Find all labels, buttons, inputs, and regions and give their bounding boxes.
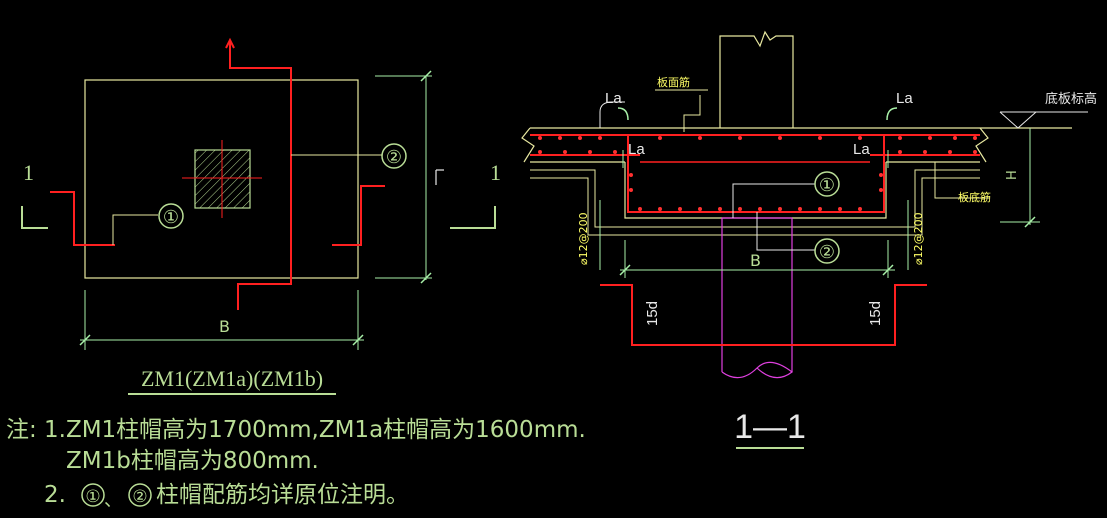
section-callout-1-circle	[814, 171, 840, 197]
section-callout-2: ②	[819, 242, 835, 263]
plan-callout-2: ②	[386, 147, 402, 168]
section-pile-break	[721, 361, 793, 379]
section-label-slab-bottom: 底板标高	[1045, 91, 1097, 106]
plan-view: 1 1 ① ② B ZM1(ZM1a)(ZM1b)	[21, 37, 501, 395]
note-line-3-callout-1: ①	[85, 487, 100, 507]
section-label-bottom-rebar: 板底筋	[958, 190, 991, 204]
section-callout-2-circle	[814, 238, 840, 264]
plan-cut-line-right	[332, 185, 385, 246]
plan-cap-outline	[84, 79, 359, 279]
note-line-3-number: 2.	[44, 482, 66, 508]
note-line-2: ZM1b柱帽高为800mm.	[66, 448, 319, 474]
section-dim-b: B	[750, 251, 761, 270]
note-line-3-text: 柱帽配筋均详原位注明。	[156, 482, 409, 508]
rebar-dots	[538, 136, 977, 211]
notes: 注: 1.ZM1柱帽高为1700mm,ZM1a柱帽高为1600mm. ZM1b柱…	[6, 417, 586, 511]
section-drop-panel	[624, 162, 887, 219]
plan-callout-2-circle	[381, 143, 407, 169]
section-la-top-right: La	[896, 90, 913, 107]
elevation-marker	[999, 111, 1038, 129]
section-callout-1: ①	[819, 175, 835, 196]
plan-title: ZM1(ZM1a)(ZM1b)	[141, 366, 323, 391]
plan-section-mark-right	[450, 206, 496, 229]
section-15d-left: 15d	[644, 301, 661, 326]
note-line-3-callout-2: ②	[132, 487, 147, 507]
note-prefix: 注:	[6, 417, 37, 443]
section-la-mid-right: La	[853, 141, 870, 158]
section-rebar-spec-left: ⌀12@200	[577, 212, 590, 265]
section-hook-rebar	[600, 284, 927, 346]
section-title: 1—1	[734, 408, 806, 446]
plan-cut-line-vertical	[229, 42, 292, 310]
section-la-mid-left: La	[628, 141, 645, 158]
section-rebar-spec-right: ⌀12@200	[912, 212, 925, 265]
note-line-3-separator: 、	[104, 490, 122, 511]
section-column	[719, 30, 794, 128]
plan-section-label-right: 1	[490, 160, 501, 185]
note-line-1: 1.ZM1柱帽高为1700mm,ZM1a柱帽高为1600mm.	[44, 417, 586, 443]
section-15d-right: 15d	[867, 301, 884, 326]
section-label-top-rebar: 板面筋	[657, 75, 690, 89]
plan-callout-1-circle	[158, 203, 184, 229]
plan-dim-b: B	[219, 317, 230, 336]
plan-callout-1: ①	[163, 207, 179, 228]
section-la-top-left: La	[605, 90, 622, 107]
plan-section-label-left: 1	[23, 160, 34, 185]
plan-section-mark-left	[21, 206, 48, 229]
section-view: La La La La 板面筋 板底筋 底板标高 H ⌀12@200 ⌀12@2…	[521, 30, 1097, 449]
section-dim-h: H	[1005, 170, 1020, 180]
plan-cut-line-left	[50, 191, 115, 246]
